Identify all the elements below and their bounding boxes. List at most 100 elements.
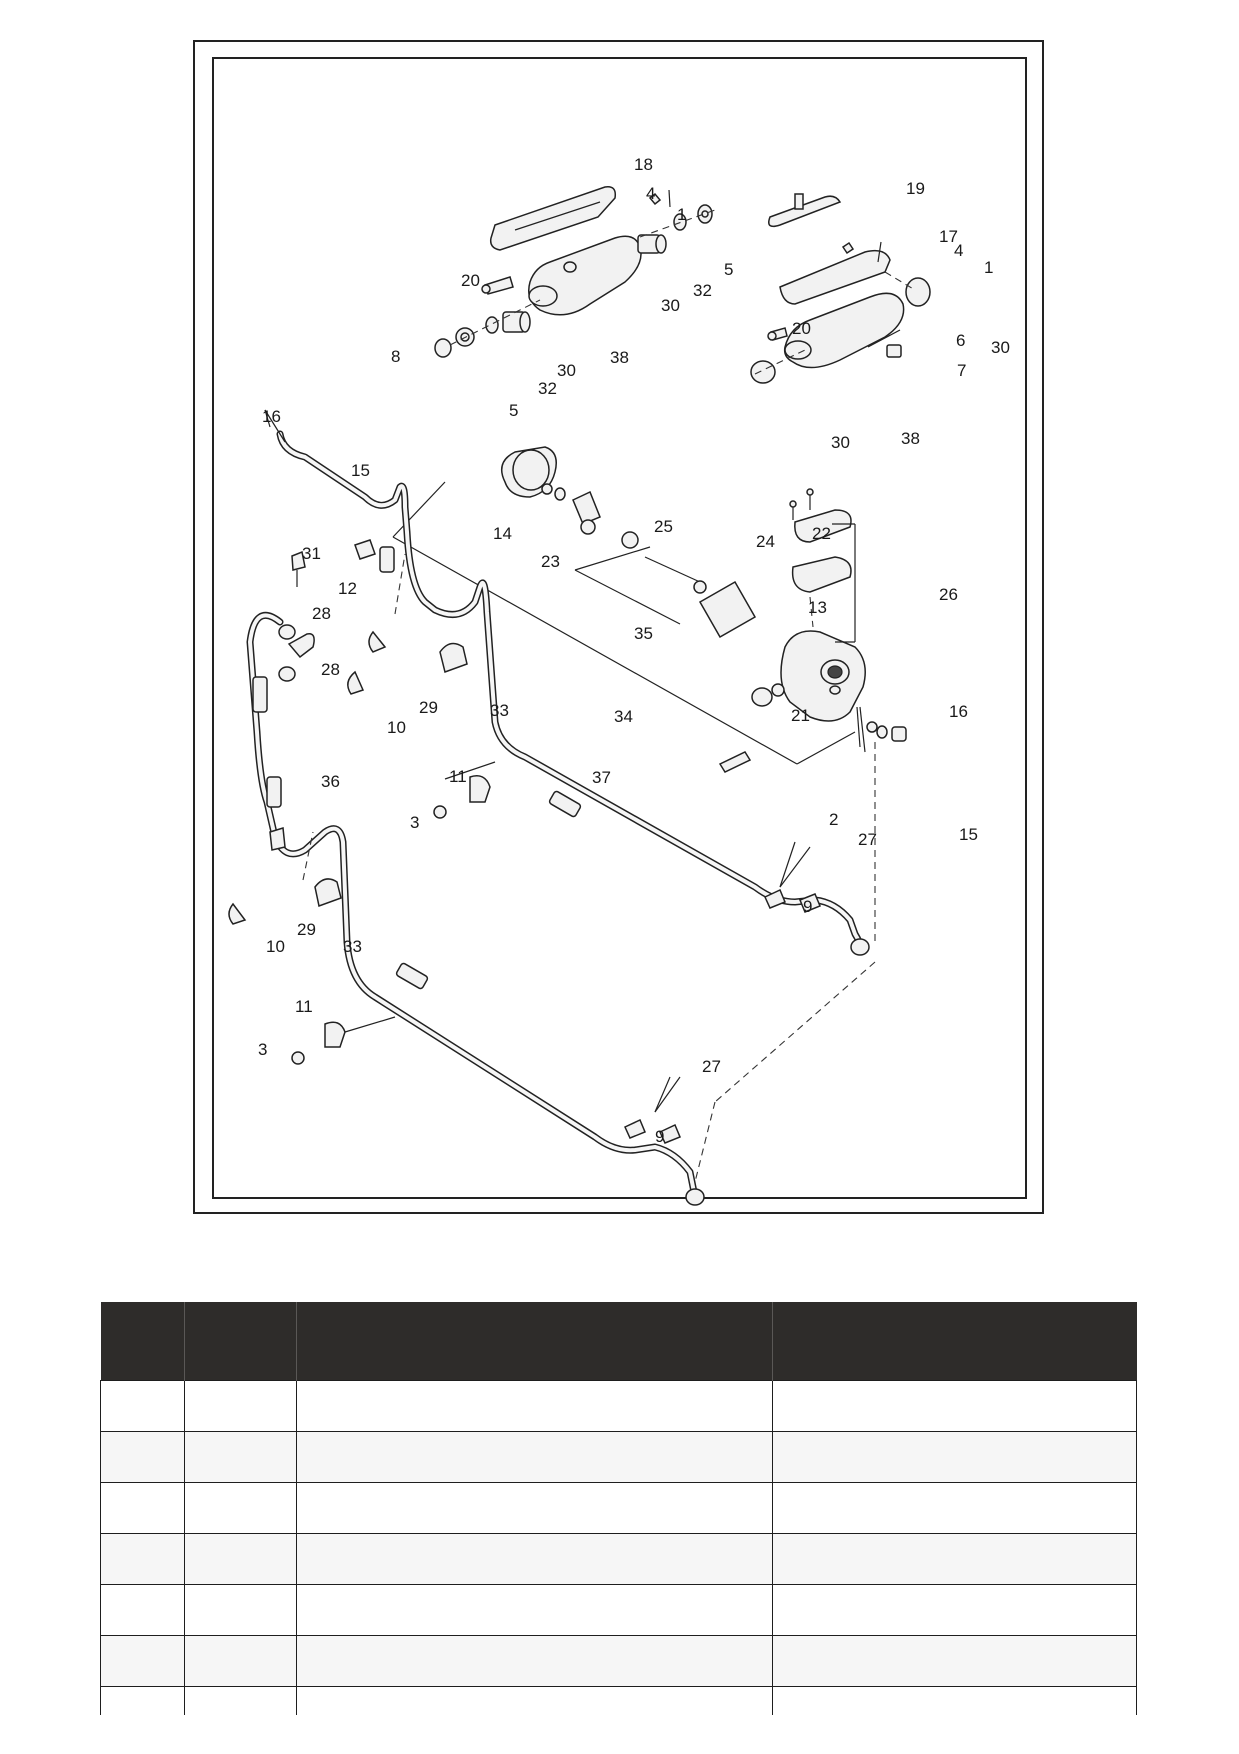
table-row — [100, 1431, 1137, 1483]
callout-1-b: 1 — [984, 258, 993, 277]
callout-32-b: 32 — [538, 379, 557, 398]
callout-38: 38 — [610, 348, 629, 367]
callout-16: 16 — [262, 407, 281, 426]
callout-4: 4 — [646, 184, 655, 203]
callout-33-b: 33 — [343, 937, 362, 956]
callout-8: 8 — [391, 347, 400, 366]
callout-30: 30 — [661, 296, 680, 315]
callout-24: 24 — [756, 532, 775, 551]
table-cell — [772, 1431, 1137, 1483]
callout-38-b: 38 — [901, 429, 920, 448]
callout-26: 26 — [939, 585, 958, 604]
exploded-parts-diagram: 18 4 1 5 20 32 30 38 8 30 32 5 19 17 4 1… — [228, 155, 1010, 1206]
brackets-hardware — [228, 409, 876, 1183]
callout-30-b: 30 — [557, 361, 576, 380]
pedal-assembly-right — [750, 193, 931, 384]
callout-19: 19 — [906, 179, 925, 198]
callout-9: 9 — [803, 897, 812, 916]
callout-23: 23 — [541, 552, 560, 571]
callout-30-d: 30 — [831, 433, 850, 452]
table-cell — [772, 1380, 1137, 1432]
table-header-cell — [100, 1302, 185, 1381]
callout-28: 28 — [312, 604, 331, 623]
table-cell — [184, 1584, 297, 1636]
callout-27-b: 27 — [702, 1057, 721, 1076]
callout-7: 7 — [957, 361, 966, 380]
parts-table — [100, 1302, 1137, 1715]
table-cell — [100, 1380, 185, 1432]
master-cylinder-assembly — [392, 446, 907, 773]
callout-18: 18 — [634, 155, 653, 174]
callout-3-b: 3 — [258, 1040, 267, 1059]
callout-3: 3 — [410, 813, 419, 832]
callout-17: 17 — [939, 227, 958, 246]
table-cell — [296, 1635, 773, 1687]
callout-12: 12 — [338, 579, 357, 598]
table-row — [100, 1533, 1137, 1585]
table-cell — [296, 1686, 773, 1715]
table-cell — [184, 1431, 297, 1483]
callout-25: 25 — [654, 517, 673, 536]
table-cell — [184, 1482, 297, 1534]
table-cell — [184, 1533, 297, 1585]
table-cell — [296, 1482, 773, 1534]
table-cell — [296, 1584, 773, 1636]
table-cell — [296, 1380, 773, 1432]
callout-labels: 18 4 1 5 20 32 30 38 8 30 32 5 19 17 4 1… — [258, 155, 1010, 1146]
table-row — [100, 1380, 1137, 1432]
table-row — [100, 1686, 1137, 1715]
diagram-frame: 18 4 1 5 20 32 30 38 8 30 32 5 19 17 4 1… — [193, 40, 1044, 1214]
table-cell — [772, 1482, 1137, 1534]
table-cell — [772, 1635, 1137, 1687]
table-cell — [100, 1635, 185, 1687]
table-cell — [100, 1533, 185, 1585]
callout-35: 35 — [634, 624, 653, 643]
table-cell — [100, 1431, 185, 1483]
callout-29: 29 — [419, 698, 438, 717]
callout-32: 32 — [693, 281, 712, 300]
callout-20: 20 — [461, 271, 480, 290]
callout-21: 21 — [791, 706, 810, 725]
table-cell — [100, 1686, 185, 1715]
callout-33: 33 — [490, 701, 509, 720]
diagram-inner-border — [212, 57, 1027, 1199]
callout-1: 1 — [677, 205, 686, 224]
callout-31: 31 — [302, 544, 321, 563]
callout-14: 14 — [493, 524, 512, 543]
callout-15: 15 — [351, 461, 370, 480]
table-header-cell — [184, 1302, 297, 1381]
table-cell — [100, 1482, 185, 1534]
callout-2: 2 — [829, 810, 838, 829]
callout-5-b: 5 — [509, 401, 518, 420]
callout-28-b: 28 — [321, 660, 340, 679]
table-row — [100, 1635, 1137, 1687]
table-cell — [772, 1533, 1137, 1585]
callout-6: 6 — [956, 331, 965, 350]
pedal-assembly-left — [434, 185, 716, 358]
table-cell — [184, 1635, 297, 1687]
table-cell — [296, 1533, 773, 1585]
table-header-cell — [772, 1302, 1137, 1381]
callout-10-b: 10 — [266, 937, 285, 956]
callout-36: 36 — [321, 772, 340, 791]
table-cell — [296, 1431, 773, 1483]
callout-4-b: 4 — [954, 241, 963, 260]
table-cell — [772, 1584, 1137, 1636]
callout-30-c: 30 — [991, 338, 1010, 357]
callout-10: 10 — [387, 718, 406, 737]
callout-13: 13 — [808, 598, 827, 617]
table-row — [100, 1482, 1137, 1534]
callout-11-b: 11 — [295, 997, 313, 1016]
callout-22: 22 — [812, 524, 831, 543]
table-row — [100, 1584, 1137, 1636]
callout-15-b: 15 — [959, 825, 978, 844]
table-header-row — [100, 1302, 1137, 1381]
table-cell — [100, 1584, 185, 1636]
table-header-cell — [296, 1302, 773, 1381]
table-cell — [772, 1686, 1137, 1715]
callout-9-b: 9 — [655, 1127, 664, 1146]
table-cell — [184, 1380, 297, 1432]
callout-27: 27 — [858, 830, 877, 849]
callout-16-b: 16 — [949, 702, 968, 721]
callout-37: 37 — [592, 768, 611, 787]
